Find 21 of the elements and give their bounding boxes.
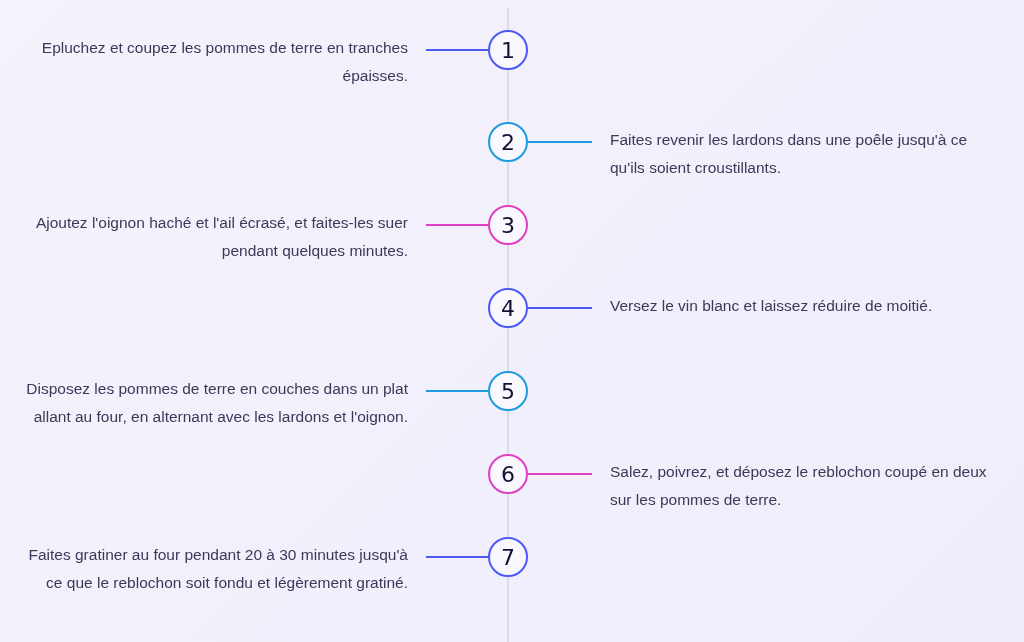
step-number-circle: 7 <box>488 537 528 577</box>
step-number-circle: 5 <box>488 371 528 411</box>
step-number-circle: 2 <box>488 122 528 162</box>
connector-line <box>527 307 593 309</box>
step-number-circle: 3 <box>488 205 528 245</box>
step-number-circle: 6 <box>488 454 528 494</box>
step-text: Salez, poivrez, et déposez le reblochon coupé en deux sur les pommes de terre. <box>610 458 1005 514</box>
step-number-circle: 4 <box>488 288 528 328</box>
step-text: Versez le vin blanc et laissez réduire de moitié. <box>610 292 1005 320</box>
step-text: Disposez les pommes de terre en couches dans un plat allant au four, en alternant avec les lardons et l'oignon. <box>8 375 408 431</box>
step-text: Faites revenir les lardons dans une poêle jusqu'à ce qu'ils soient croustillants. <box>610 126 1005 182</box>
step-text: Ajoutez l'oignon haché et l'ail écrasé, et faites-les suer pendant quelques minutes. <box>8 209 408 265</box>
connector-line <box>425 49 489 51</box>
connector-line <box>425 224 489 226</box>
connector-line <box>425 556 489 558</box>
step-text: Epluchez et coupez les pommes de terre en tranches épaisses. <box>8 34 408 90</box>
connector-line <box>527 473 593 475</box>
step-text: Faites gratiner au four pendant 20 à 30 minutes jusqu'à ce que le reblochon soit fondu et légèrement gratiné. <box>8 541 408 597</box>
step-number-circle: 1 <box>488 30 528 70</box>
connector-line <box>425 390 489 392</box>
connector-line <box>527 141 593 143</box>
